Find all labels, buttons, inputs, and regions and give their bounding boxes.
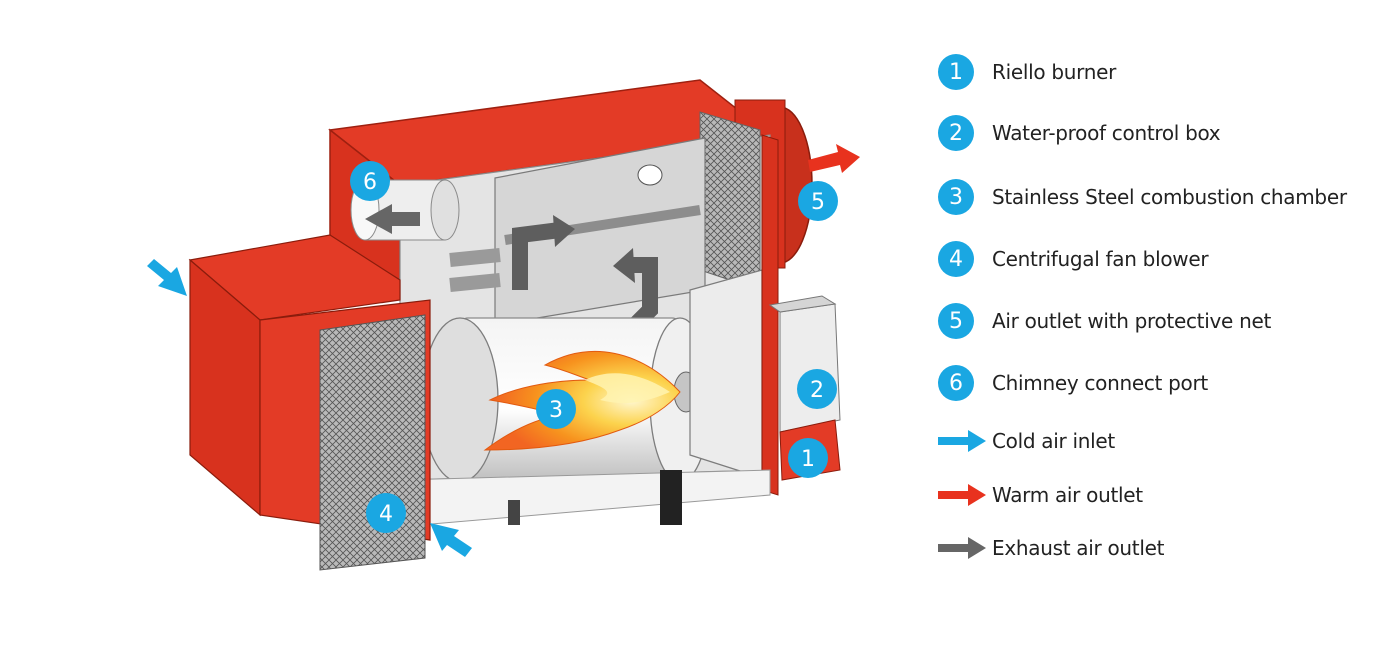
- legend-cold-air: Cold air inlet: [938, 421, 1115, 461]
- legend-label: Chimney connect port: [992, 371, 1208, 395]
- legend-label: Air outlet with protective net: [992, 309, 1271, 333]
- legend-label: Centrifugal fan blower: [992, 247, 1209, 271]
- legend-item-6: 6 Chimney connect port: [938, 363, 1208, 403]
- number-badge: 2: [938, 115, 974, 151]
- door-edge: [761, 134, 779, 496]
- legend-exhaust-air: Exhaust air outlet: [938, 528, 1164, 568]
- legend-item-1: 1 Riello burner: [938, 52, 1116, 92]
- outlet-net: [699, 111, 761, 291]
- legend-item-3: 3 Stainless Steel combustion chamber: [938, 177, 1347, 217]
- cold-air-arrow-1: [147, 259, 187, 296]
- legend-label: Cold air inlet: [992, 429, 1115, 453]
- legend-label: Stainless Steel combustion chamber: [992, 185, 1347, 209]
- marker-4: 4: [366, 493, 406, 533]
- svg-text:1: 1: [801, 447, 815, 472]
- intake-mesh: [319, 314, 426, 571]
- svg-text:5: 5: [811, 190, 825, 215]
- marker-3: 3: [536, 389, 576, 429]
- control-box: [779, 303, 841, 433]
- number-badge: 4: [938, 241, 974, 277]
- number-badge: 3: [938, 179, 974, 215]
- number-badge: 1: [938, 54, 974, 90]
- svg-text:3: 3: [549, 398, 563, 423]
- gray-arrow-icon: [938, 537, 986, 559]
- legend-item-2: 2 Water-proof control box: [938, 113, 1221, 153]
- marker-5: 5: [798, 181, 838, 221]
- marker-1: 1: [788, 438, 828, 478]
- legend-label: Exhaust air outlet: [992, 536, 1165, 560]
- legend-label: Water-proof control box: [992, 121, 1221, 145]
- svg-text:4: 4: [379, 502, 393, 527]
- legend-warm-air: Warm air outlet: [938, 475, 1143, 515]
- marker-2: 2: [797, 369, 837, 409]
- legend-label: Warm air outlet: [992, 483, 1143, 507]
- svg-text:2: 2: [810, 378, 824, 403]
- legend-label: Riello burner: [992, 60, 1117, 84]
- exhaust-arrow: [365, 204, 420, 234]
- legend-item-4: 4 Centrifugal fan blower: [938, 239, 1209, 279]
- warm-air-arrow: [808, 144, 860, 173]
- marker-6: 6: [350, 161, 390, 201]
- blue-arrow-icon: [938, 430, 986, 452]
- legend-item-5: 5 Air outlet with protective net: [938, 301, 1271, 341]
- number-badge: 5: [938, 303, 974, 339]
- number-badge: 6: [938, 365, 974, 401]
- front-door: [689, 269, 763, 479]
- svg-text:6: 6: [363, 170, 377, 195]
- red-arrow-icon: [938, 484, 986, 506]
- cold-air-arrow-2: [430, 523, 472, 557]
